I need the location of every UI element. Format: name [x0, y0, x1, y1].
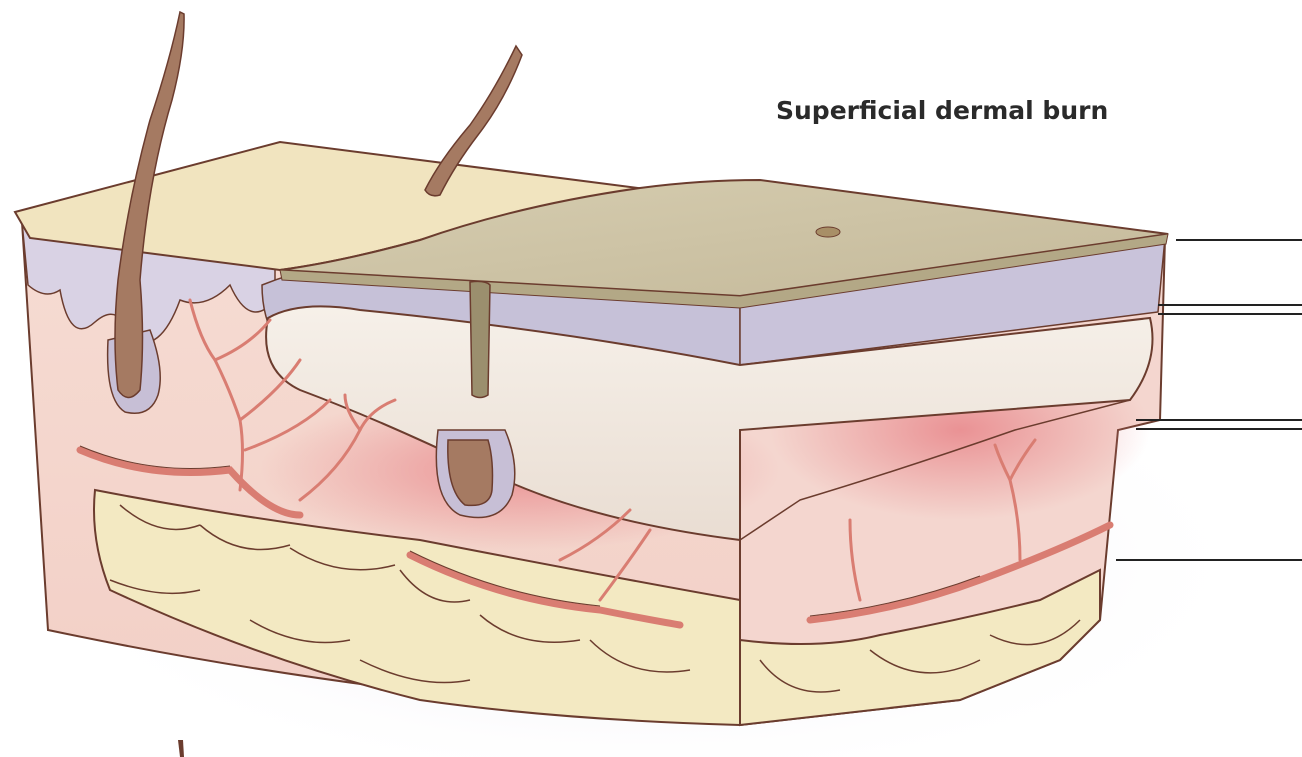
epidermal-split: [470, 281, 490, 397]
pore: [816, 227, 840, 237]
hair-stub-bottom: [178, 740, 184, 757]
diagram-title: Superficial dermal burn: [776, 96, 1108, 125]
